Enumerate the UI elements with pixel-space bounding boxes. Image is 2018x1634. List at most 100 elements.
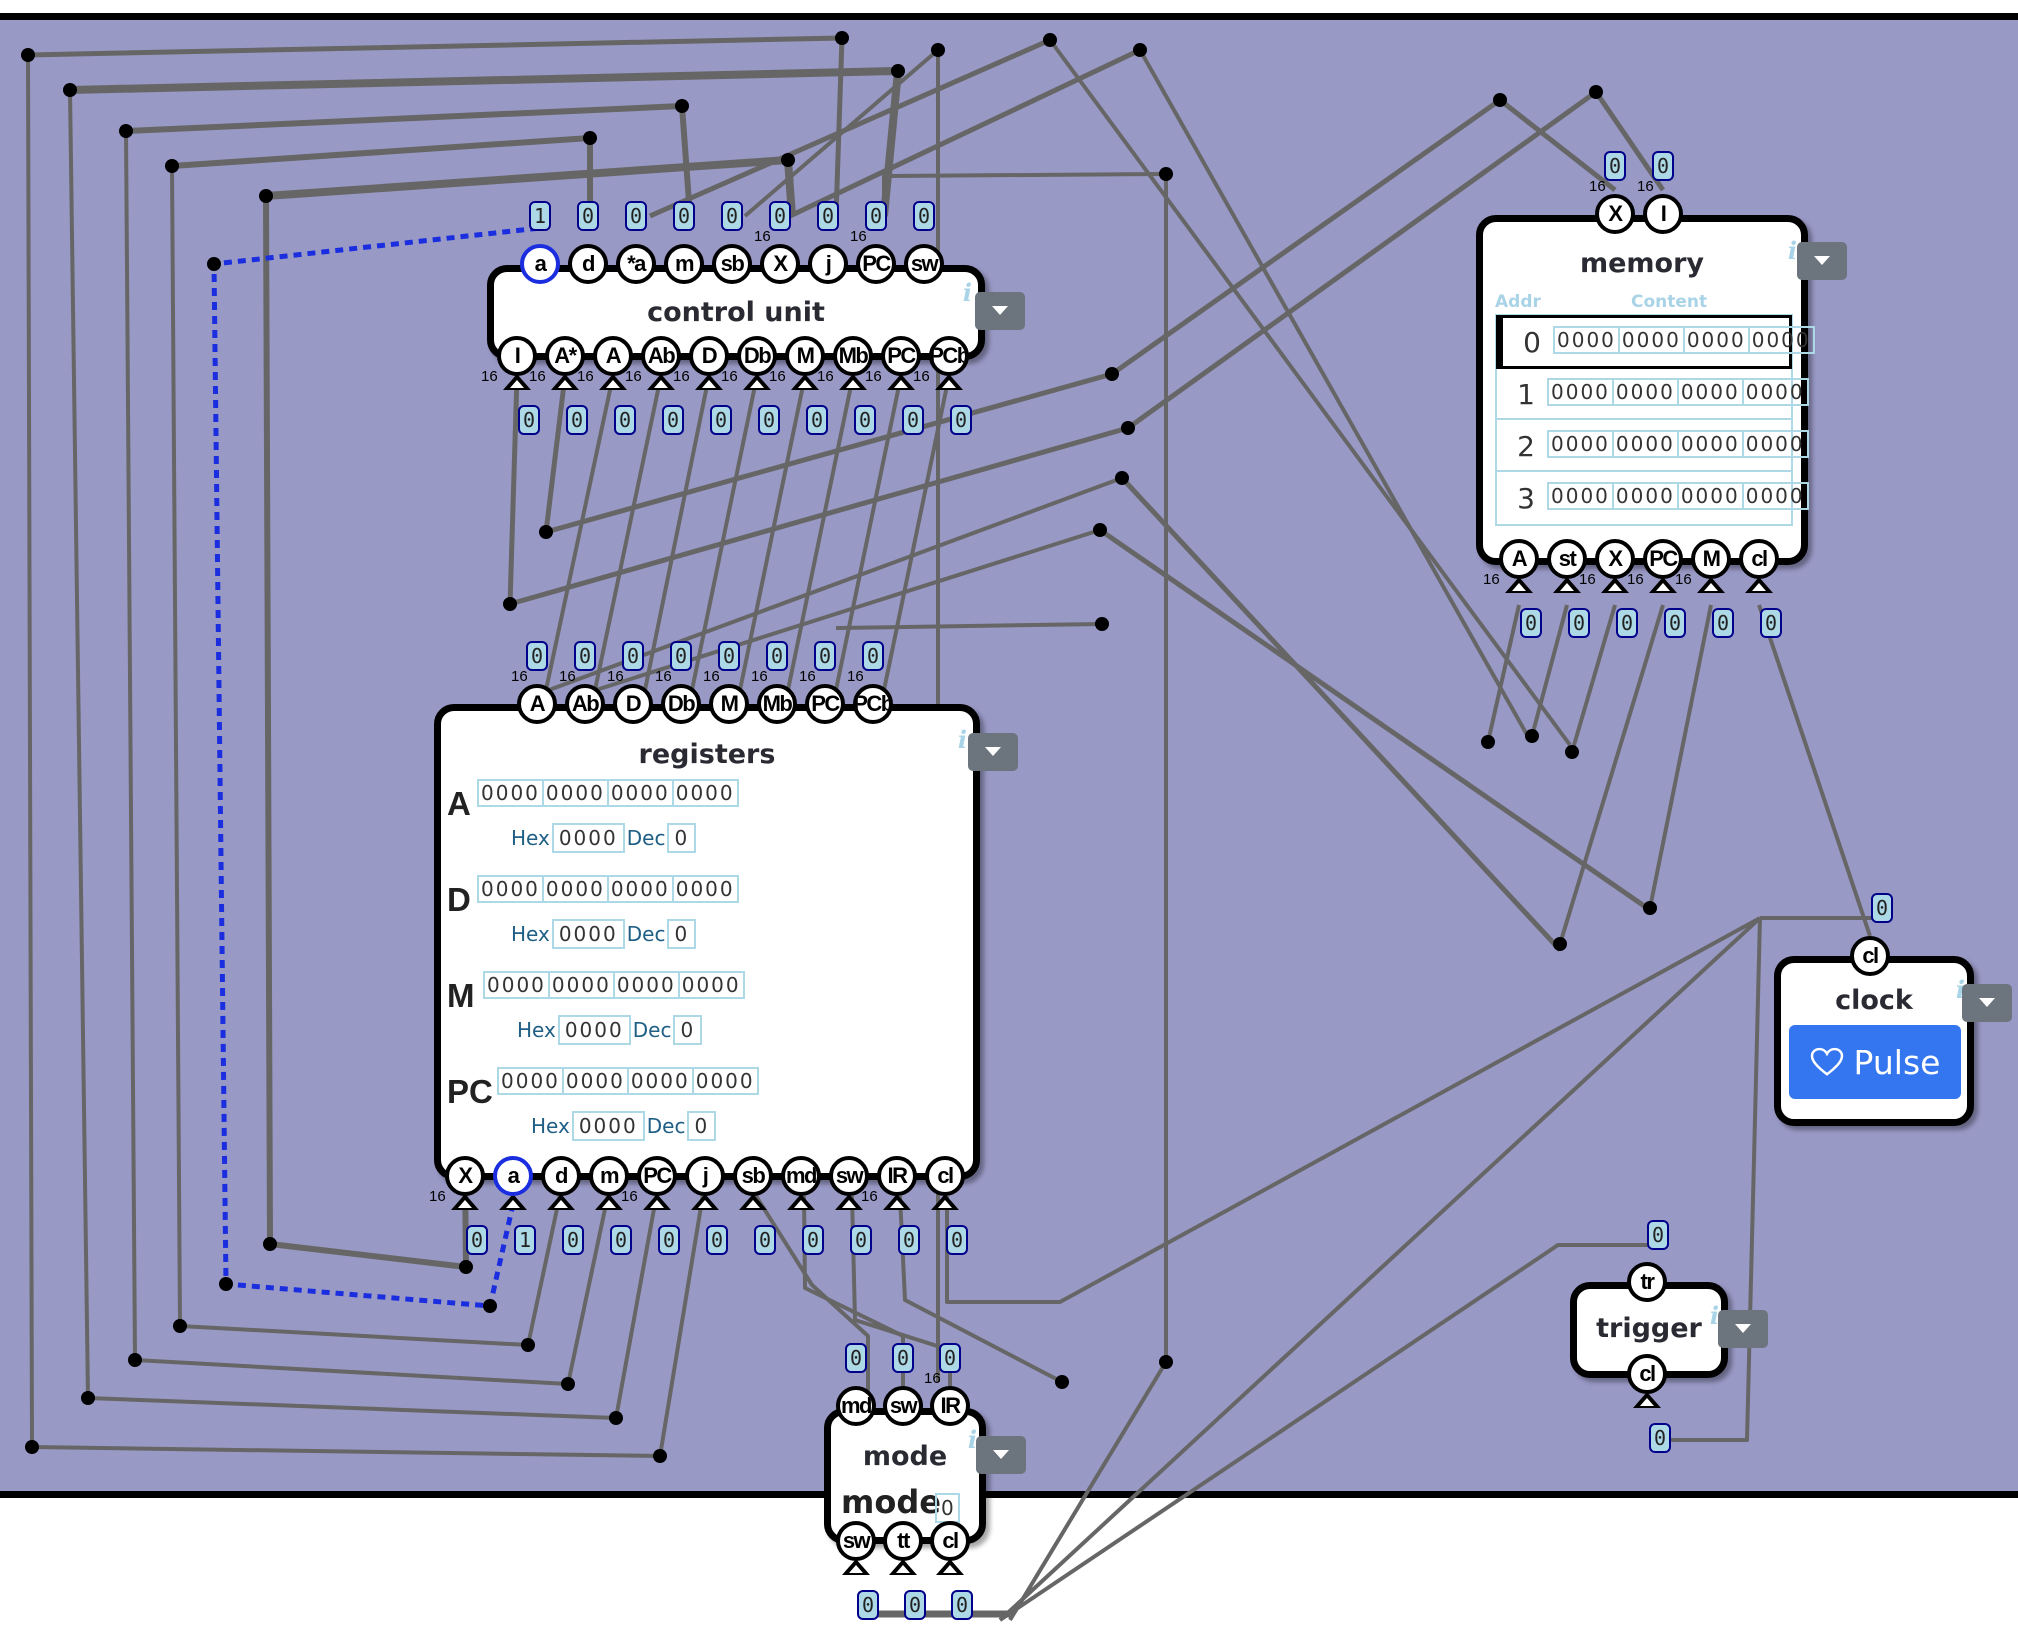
memory-output-port[interactable]: st — [1547, 539, 1587, 579]
trigger-output-value[interactable]: 0 — [1649, 1423, 1671, 1453]
bit-nibble[interactable]: 0000 — [564, 1069, 629, 1093]
clock-menu-button[interactable] — [1962, 984, 2012, 1022]
registers-input-value[interactable]: 0 — [766, 641, 788, 671]
trigger-output-port[interactable]: cl — [1627, 1354, 1667, 1394]
bit-nibble[interactable]: 0000 — [1745, 484, 1805, 508]
control-unit-output-value[interactable]: 0 — [902, 405, 924, 435]
bit-nibble[interactable]: 0000 — [1679, 432, 1744, 456]
registers-input-value[interactable]: 0 — [574, 641, 596, 671]
bit-nibble[interactable]: 0000 — [1620, 328, 1685, 352]
registers-output-value[interactable]: 0 — [658, 1225, 680, 1255]
control-unit-output-value[interactable]: 0 — [758, 405, 780, 435]
registers-output-port[interactable]: cl — [925, 1156, 965, 1196]
control-unit-input-port[interactable]: PC — [856, 244, 896, 284]
info-icon[interactable]: i — [957, 725, 967, 754]
control-unit-input-value[interactable]: 1 — [529, 201, 551, 231]
info-icon[interactable]: i — [962, 278, 972, 307]
bit-nibble[interactable]: 0000 — [1549, 432, 1614, 456]
clock-input-port[interactable]: cl — [1850, 936, 1890, 976]
control-unit-input-value[interactable]: 0 — [769, 201, 791, 231]
mode-output-port[interactable]: sw — [836, 1521, 876, 1561]
control-unit-output-port[interactable]: PCb — [929, 336, 969, 376]
hex-value[interactable]: 0000 — [557, 1015, 631, 1045]
bit-nibble[interactable]: 0000 — [609, 877, 674, 901]
control-unit-input-value[interactable]: 0 — [865, 201, 887, 231]
bit-nibble[interactable]: 0000 — [544, 877, 609, 901]
mode-input-value[interactable]: 0 — [939, 1343, 961, 1373]
bit-nibble[interactable]: 0000 — [629, 1069, 694, 1093]
bit-nibble[interactable]: 0000 — [1679, 484, 1744, 508]
bit-nibble[interactable]: 0000 — [1614, 484, 1679, 508]
mode-input-port[interactable]: sw — [883, 1386, 923, 1426]
memory-input-port[interactable]: X — [1595, 194, 1635, 234]
mode-field-value[interactable]: 0 — [935, 1493, 960, 1523]
registers-output-port[interactable]: X — [445, 1156, 485, 1196]
registers-menu-button[interactable] — [968, 733, 1018, 771]
registers-input-port[interactable]: A — [517, 684, 557, 724]
info-icon[interactable]: i — [1787, 236, 1797, 265]
memory-output-port[interactable]: cl — [1739, 539, 1779, 579]
memory-output-port[interactable]: X — [1595, 539, 1635, 579]
control-unit-output-port[interactable]: A* — [545, 336, 585, 376]
pulse-button[interactable]: Pulse — [1789, 1025, 1961, 1099]
bit-nibble[interactable]: 0000 — [615, 973, 680, 997]
memory-output-value[interactable]: 0 — [1616, 608, 1638, 638]
memory-output-value[interactable]: 0 — [1520, 608, 1542, 638]
bit-nibble[interactable]: 0000 — [1745, 432, 1805, 456]
control-unit-input-port[interactable]: *a — [616, 244, 656, 284]
trigger-input-port[interactable]: tr — [1627, 1262, 1667, 1302]
registers-output-port[interactable]: IR — [877, 1156, 917, 1196]
registers-output-value[interactable]: 0 — [754, 1225, 776, 1255]
control-unit-input-port[interactable]: d — [568, 244, 608, 284]
control-unit-output-port[interactable]: Db — [737, 336, 777, 376]
bit-nibble[interactable]: 0000 — [1745, 380, 1805, 404]
registers-input-port[interactable]: PCb — [853, 684, 893, 724]
memory-output-port[interactable]: M — [1691, 539, 1731, 579]
control-unit-menu-button[interactable] — [975, 292, 1025, 330]
mode-input-value[interactable]: 0 — [845, 1343, 867, 1373]
control-unit-input-port[interactable]: a — [520, 244, 560, 284]
registers-output-value[interactable]: 1 — [514, 1225, 536, 1255]
bit-nibble[interactable]: 0000 — [544, 781, 609, 805]
control-unit-input-port[interactable]: m — [664, 244, 704, 284]
dec-value[interactable]: 0 — [667, 919, 697, 949]
registers-output-value[interactable]: 0 — [850, 1225, 872, 1255]
memory-menu-button[interactable] — [1797, 242, 1847, 280]
registers-input-port[interactable]: PC — [805, 684, 845, 724]
control-unit-input-port[interactable]: X — [760, 244, 800, 284]
dec-value[interactable]: 0 — [673, 1015, 703, 1045]
memory-output-port[interactable]: A — [1499, 539, 1539, 579]
registers-input-port[interactable]: M — [709, 684, 749, 724]
memory-output-value[interactable]: 0 — [1664, 608, 1686, 638]
control-unit-output-port[interactable]: Ab — [641, 336, 681, 376]
bit-nibble[interactable]: 0000 — [1679, 380, 1744, 404]
bit-nibble[interactable]: 0000 — [1685, 328, 1750, 352]
registers-output-value[interactable]: 0 — [466, 1225, 488, 1255]
control-unit-output-value[interactable]: 0 — [662, 405, 684, 435]
control-unit-input-value[interactable]: 0 — [817, 201, 839, 231]
bit-nibble[interactable]: 0000 — [609, 781, 674, 805]
trigger-menu-button[interactable] — [1718, 1310, 1768, 1348]
bit-nibble[interactable]: 0000 — [681, 973, 741, 997]
bit-nibble[interactable]: 0000 — [1751, 328, 1811, 352]
registers-output-port[interactable]: sw — [829, 1156, 869, 1196]
hex-value[interactable]: 0000 — [571, 1111, 645, 1141]
mode-output-value[interactable]: 0 — [951, 1590, 973, 1620]
bit-nibble[interactable]: 0000 — [695, 1069, 755, 1093]
dec-value[interactable]: 0 — [667, 823, 697, 853]
registers-output-port[interactable]: PC — [637, 1156, 677, 1196]
bit-nibble[interactable]: 0000 — [1614, 380, 1679, 404]
control-unit-input-value[interactable]: 0 — [577, 201, 599, 231]
registers-input-value[interactable]: 0 — [526, 641, 548, 671]
mode-input-value[interactable]: 0 — [892, 1343, 914, 1373]
bit-nibble[interactable]: 0000 — [1555, 328, 1620, 352]
control-unit-output-value[interactable]: 0 — [806, 405, 828, 435]
mode-output-port[interactable]: tt — [883, 1521, 923, 1561]
